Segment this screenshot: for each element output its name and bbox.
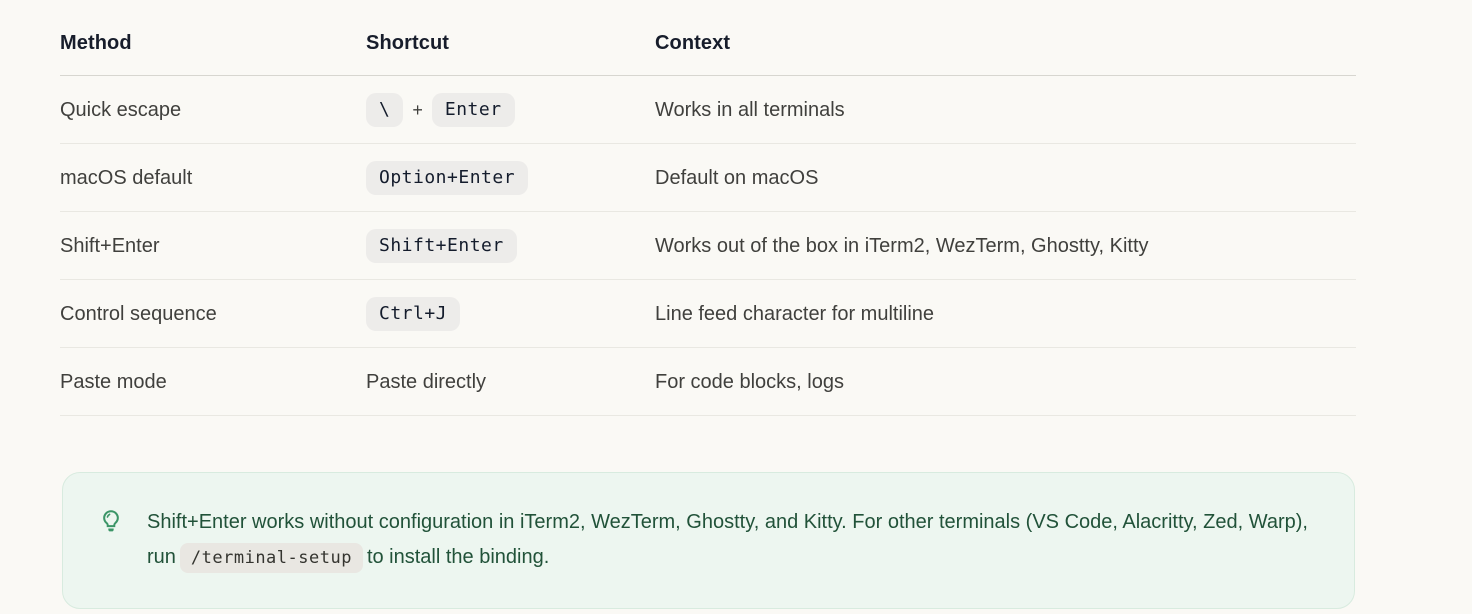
method-cell: Paste mode (60, 370, 167, 393)
method-cell: Quick escape (60, 98, 182, 121)
column-header-method: Method (60, 32, 132, 54)
terminal-setup-code: /terminal-setup (179, 543, 363, 573)
table-row: Paste mode Paste directly For code blocks,… (60, 348, 1356, 416)
context-cell: Default on macOS (655, 166, 819, 189)
kbd-chip: \ (366, 92, 404, 127)
table-header-row: Method Shortcut Context (60, 0, 1356, 76)
callout-text: Shift+Enter works without configuration … (147, 505, 1318, 576)
table-body: Quick escape \ + Enter Works in all terminal… (60, 76, 1356, 416)
shortcut-cell: Option+Enter (366, 160, 655, 195)
table-row: Quick escape \ + Enter Works in all terminal… (60, 76, 1356, 144)
context-cell: Works out of the box in iTerm2, WezTerm,… (655, 234, 1149, 257)
shortcut-cell: Ctrl+J (366, 296, 655, 331)
context-cell: For code blocks, logs (655, 370, 844, 393)
kbd-chip: Enter (431, 92, 515, 127)
shortcuts-table: Method Shortcut Context Quick escape \ + En… (60, 0, 1356, 416)
lightbulb-icon (98, 508, 124, 536)
tip-callout: Shift+Enter works without configuration … (62, 472, 1355, 609)
kbd-chip: Shift+Enter (366, 228, 517, 263)
shortcut-cell: Shift+Enter (366, 228, 655, 263)
context-cell: Works in all terminals (655, 98, 845, 121)
column-header-shortcut: Shortcut (366, 32, 450, 54)
shortcut-cell: \ + Enter (366, 92, 655, 127)
method-cell: Shift+Enter (60, 234, 160, 257)
callout-text-after: to install the binding. (366, 546, 550, 568)
table-row: Shift+Enter Shift+Enter Works out of the b… (60, 212, 1356, 280)
shortcut-cell: Paste directly (366, 370, 487, 393)
method-cell: Control sequence (60, 302, 217, 325)
context-cell: Line feed character for multiline (655, 302, 935, 325)
kbd-chip: Option+Enter (366, 160, 529, 195)
table-row: macOS default Option+Enter Default on macO… (60, 144, 1356, 212)
column-header-context: Context (655, 32, 731, 54)
callout-text-before: Shift+Enter works without configuration … (147, 511, 1308, 568)
plus-separator: + (412, 99, 423, 120)
kbd-chip: Ctrl+J (366, 296, 461, 331)
method-cell: macOS default (60, 166, 193, 189)
table-row: Control sequence Ctrl+J Line feed characte… (60, 280, 1356, 348)
